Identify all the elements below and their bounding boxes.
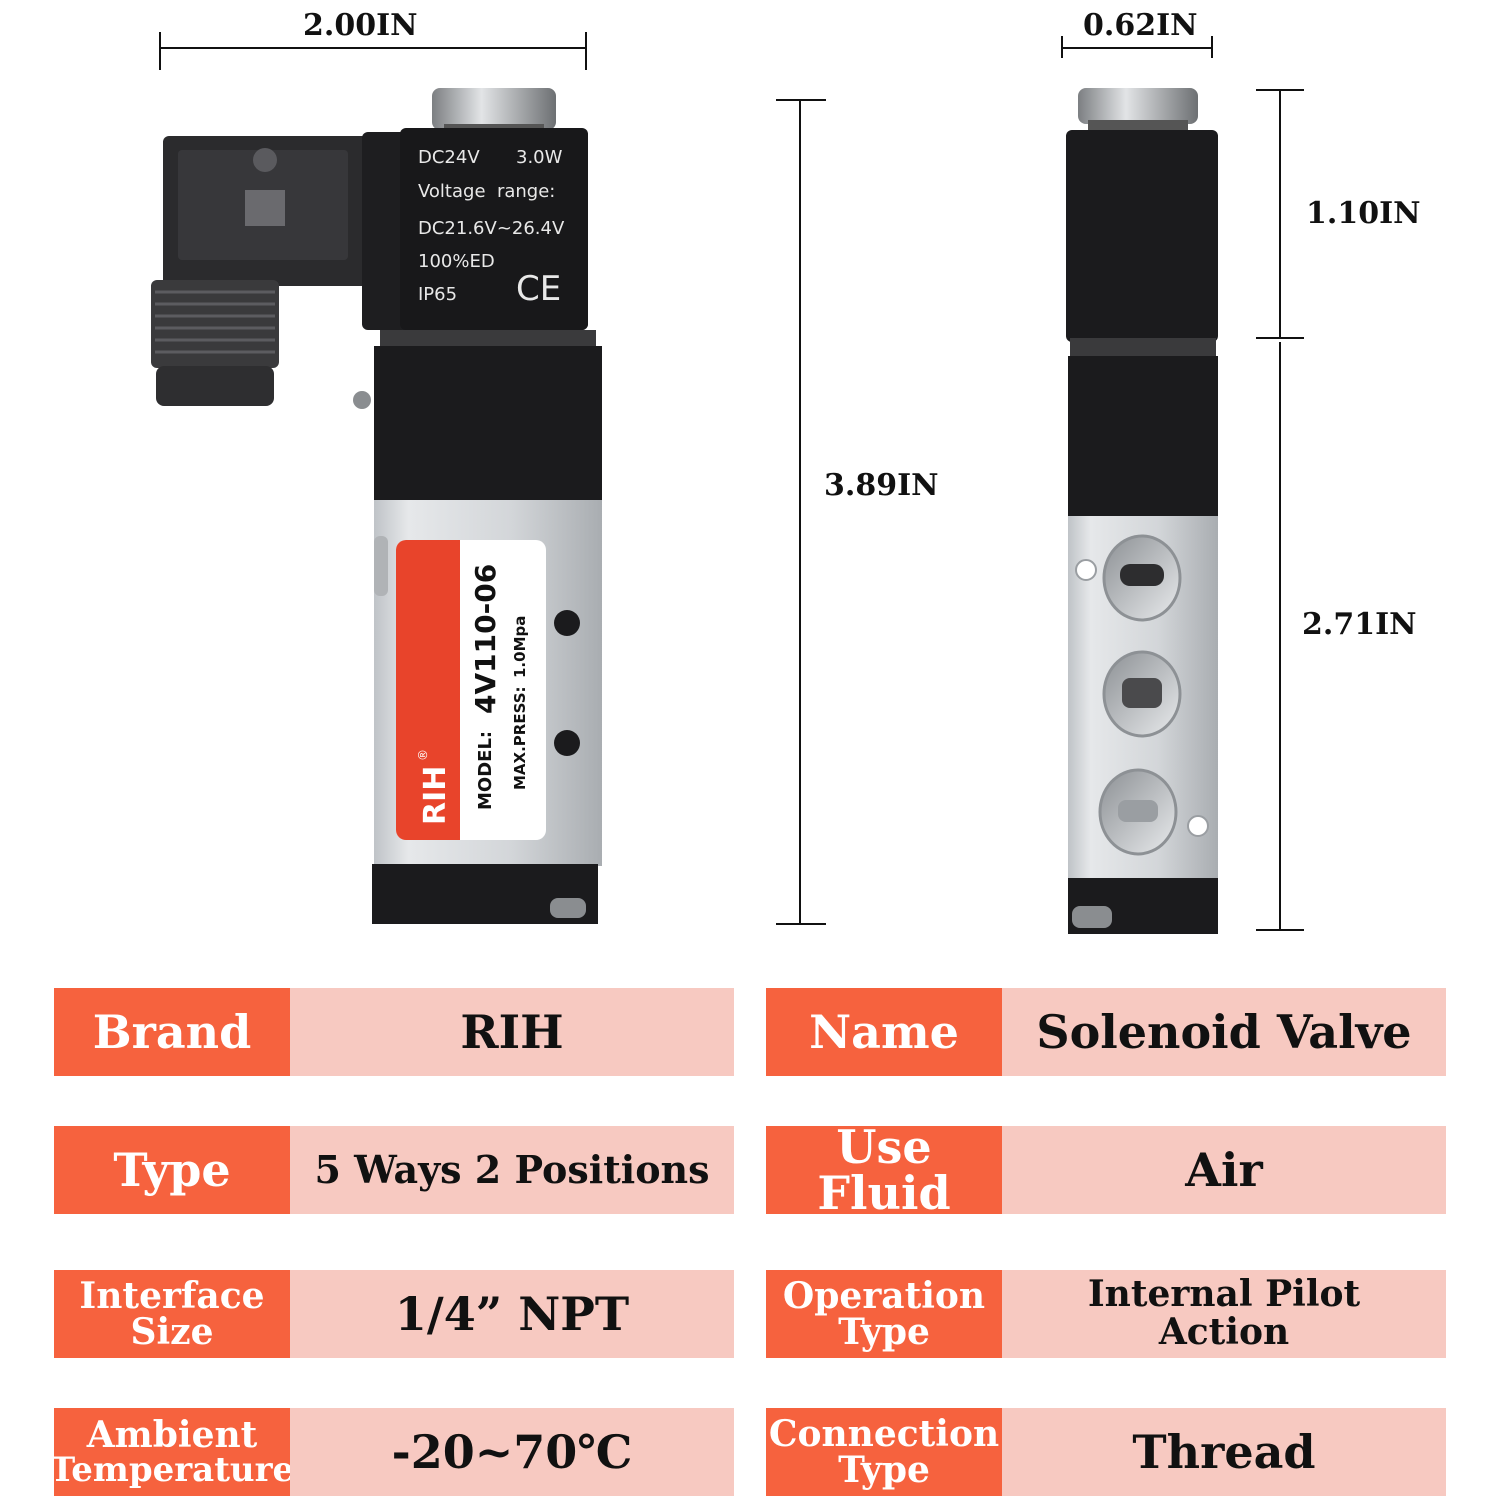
coil-duty-text: 100%ED <box>418 251 495 272</box>
side-view-coil <box>1066 130 1218 342</box>
nameplate-model-text: 4V110-06 <box>469 564 502 714</box>
port-icon <box>1098 768 1178 856</box>
nameplate-press-text: 1.0Mpa <box>511 616 529 678</box>
depth-dimension-label: 0.62IN <box>1083 8 1198 43</box>
spec-value-ambient: -20~70℃ <box>290 1408 734 1496</box>
width-dimension-label: 2.00IN <box>303 8 418 43</box>
body-height-dimension-label: 2.71IN <box>1302 607 1417 642</box>
spec-row-ambient: Ambient Temperature -20~70℃ <box>50 1408 734 1496</box>
side-view-top-nut-icon <box>1078 88 1198 134</box>
spec-label-ambient-line2: Temperature <box>49 1450 295 1490</box>
spec-value-type: 5 Ways 2 Positions <box>290 1126 734 1214</box>
spec-row-connection: Connection Type Thread <box>766 1408 1446 1496</box>
spec-value-connection: Thread <box>1002 1408 1446 1496</box>
spec-value-operation: Internal Pilot Action <box>1002 1270 1446 1358</box>
product-illustration: DC24V 3.0W Voltage range: DC21.6V~26.4V … <box>151 32 1304 934</box>
coil-range-label-text: Voltage range: <box>418 181 555 202</box>
width-dimension-line <box>159 32 587 70</box>
spec-label-name: Name <box>766 988 1002 1076</box>
coil-height-dimension-label: 1.10IN <box>1306 196 1421 231</box>
spec-row-type: Type 5 Ways 2 Positions <box>54 1126 734 1214</box>
spec-label-interface: Interface Size <box>54 1270 290 1358</box>
spec-label-interface-line2: Size <box>130 1311 214 1353</box>
spec-label-operation: Operation Type <box>766 1270 1002 1358</box>
spec-label-operation-line1: Operation <box>782 1275 986 1317</box>
spec-value-name: Solenoid Valve <box>1002 988 1446 1076</box>
port-icon <box>1102 534 1182 622</box>
spec-row-fluid: Use Fluid Air <box>766 1124 1446 1216</box>
nameplate-press-label-text: MAX.PRESS: <box>511 686 529 790</box>
nameplate-registered-text: ® <box>416 749 430 761</box>
spec-value-operation-line2: Action <box>1158 1311 1290 1353</box>
spec-label-operation-line2: Type <box>838 1311 930 1353</box>
total-height-dimension-label: 3.89IN <box>824 468 939 503</box>
nameplate-brand-text: RIH <box>418 766 453 825</box>
nameplate: RIH ® MODEL: 4V110-06 MAX.PRESS: 1.0Mpa <box>396 540 546 840</box>
spec-row-interface: Interface Size 1/4” NPT <box>54 1270 734 1358</box>
body-height-dimension-line <box>1256 342 1304 931</box>
spec-row-brand: Brand RIH <box>54 988 734 1076</box>
spec-label-type: Type <box>54 1126 290 1214</box>
coil-voltage-text: DC24V <box>418 147 480 168</box>
spec-label-brand: Brand <box>54 988 290 1076</box>
spec-label-interface-line1: Interface <box>79 1275 265 1317</box>
spec-label-fluid: Use Fluid <box>766 1124 1002 1216</box>
connector-plug-icon <box>151 136 368 406</box>
spec-label-ambient-line1: Ambient <box>86 1414 258 1456</box>
side-view-upper-block <box>1068 356 1218 518</box>
spec-value-operation-line1: Internal Pilot <box>1087 1273 1361 1316</box>
coil-height-dimension-line <box>1256 89 1304 339</box>
valve-upper-block <box>374 346 602 502</box>
ce-mark-icon: CE <box>516 269 561 309</box>
coil-ip-text: IP65 <box>418 284 457 305</box>
coil-range-text: DC21.6V~26.4V <box>418 218 565 239</box>
port-icon <box>1102 650 1182 738</box>
nameplate-model-prefix-text: MODEL: <box>475 731 496 810</box>
spec-value-fluid: Air <box>1002 1126 1446 1214</box>
spec-label-ambient: Ambient Temperature <box>50 1408 294 1496</box>
spec-label-connection: Connection Type <box>766 1408 1002 1496</box>
spec-row-name: Name Solenoid Valve <box>766 988 1446 1076</box>
spec-label-connection-line2: Type <box>838 1449 930 1491</box>
coil-power-text: 3.0W <box>516 147 563 168</box>
spec-value-interface: 1/4” NPT <box>290 1270 734 1358</box>
spec-label-connection-line1: Connection <box>768 1413 1000 1455</box>
total-height-dimension-line <box>776 99 826 925</box>
spec-row-operation: Operation Type Internal Pilot Action <box>766 1270 1446 1358</box>
spec-value-brand: RIH <box>290 988 734 1076</box>
depth-dimension-line <box>1061 36 1213 58</box>
